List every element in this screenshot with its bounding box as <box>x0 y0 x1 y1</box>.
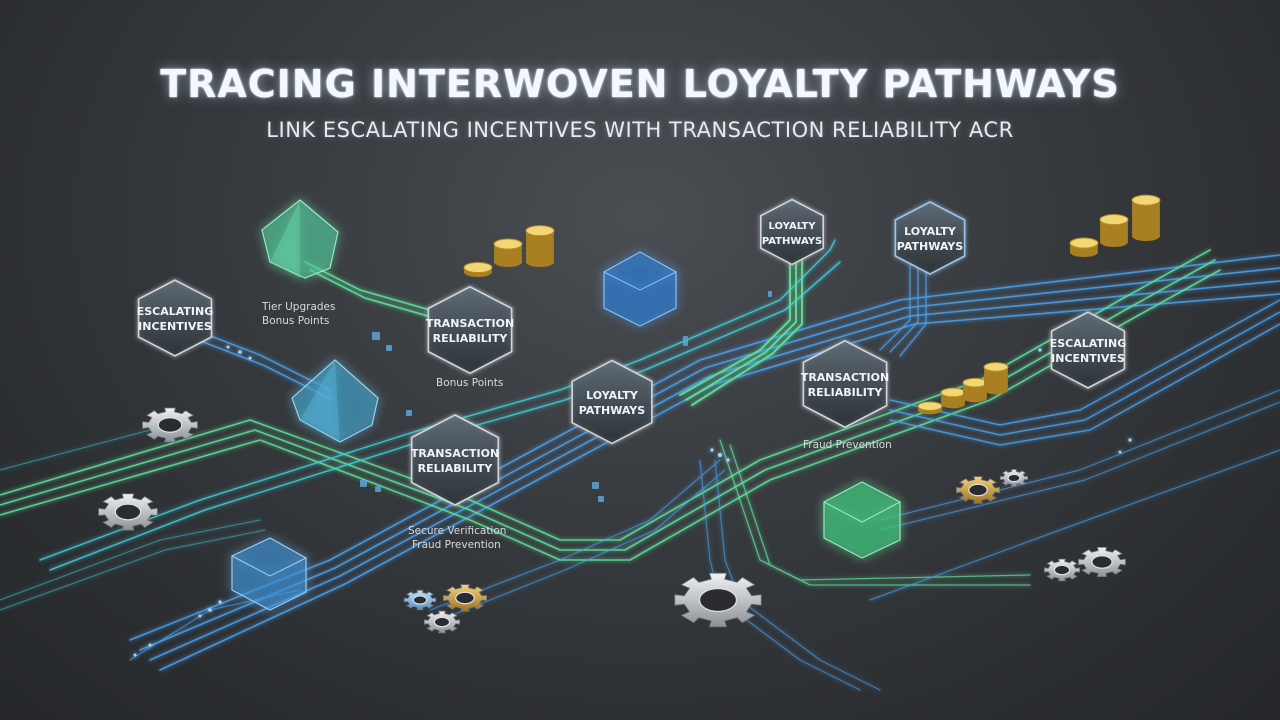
node-label: ESCALATING <box>1050 337 1127 350</box>
annotation-bonus-points: Bonus Points <box>262 315 329 327</box>
gear-icon <box>423 610 461 634</box>
gear-icon <box>142 407 198 443</box>
node-label: RELIABILITY <box>418 462 494 475</box>
node-transaction-right: TRANSACTION RELIABILITY <box>801 339 889 429</box>
node-escalating-right: ESCALATING INCENTIVES <box>1050 311 1127 389</box>
gear-icon <box>999 469 1029 487</box>
cube-icon <box>603 251 677 327</box>
annotation-fraud-prevention: Fraud Prevention <box>803 439 892 451</box>
node-label: TRANSACTION <box>411 447 499 460</box>
gear-icon <box>98 493 158 531</box>
page-subtitle: LINK ESCALATING INCENTIVES WITH TRANSACT… <box>266 118 1014 142</box>
gear-icon <box>1078 547 1126 577</box>
annotation-secure-verification: Secure Verification <box>408 525 506 537</box>
coin-stack-icon <box>525 225 555 268</box>
node-label: LOYALTY <box>904 225 957 238</box>
node-label: INCENTIVES <box>1051 352 1125 365</box>
coin-stack-icon <box>962 377 988 403</box>
coin-stack-icon <box>463 261 493 278</box>
coin-stack-icon <box>1131 194 1161 242</box>
node-label: TRANSACTION <box>801 371 889 384</box>
node-label: TRANSACTION <box>426 317 514 330</box>
coin-stack-icon <box>917 401 943 415</box>
page-title: TRACING INTERWOVEN LOYALTY PATHWAYS <box>160 62 1120 106</box>
node-loyalty-top-2: LOYALTY PATHWAYS <box>894 201 966 275</box>
coin-stacks <box>463 194 1161 415</box>
node-label: PATHWAYS <box>579 404 645 417</box>
node-label: INCENTIVES <box>138 320 212 333</box>
node-transaction-upper: TRANSACTION RELIABILITY <box>426 285 514 375</box>
node-escalating-left: ESCALATING INCENTIVES <box>137 279 214 357</box>
gear-icon <box>956 476 1000 504</box>
gear-icon <box>1043 558 1081 582</box>
pathway-nodes: ESCALATING INCENTIVES TRANSACTION RELIABILI… <box>137 198 1127 506</box>
small-data-cubes <box>360 291 772 502</box>
gear-icon <box>442 584 488 612</box>
annotation-tier-upgrades: Tier Upgrades <box>261 301 336 313</box>
annotation-fraud-prevention: Fraud Prevention <box>412 539 501 551</box>
node-label: ESCALATING <box>137 305 214 318</box>
node-label: LOYALTY <box>586 389 639 402</box>
coin-stack-icon <box>1099 214 1129 248</box>
node-label: PATHWAYS <box>897 240 963 253</box>
node-label: LOYALTY <box>769 221 817 232</box>
node-loyalty-top-1: LOYALTY PATHWAYS <box>759 198 825 266</box>
coin-stack-icon <box>493 238 523 268</box>
coin-stack-icon <box>983 362 1009 395</box>
node-label: RELIABILITY <box>808 386 884 399</box>
annotations: Tier Upgrades Bonus Points Bonus Points … <box>261 301 892 551</box>
annotation-bonus-points: Bonus Points <box>436 377 503 389</box>
gear-icon <box>403 589 437 611</box>
gem-icon <box>261 199 339 279</box>
coin-stack-icon <box>1069 237 1099 258</box>
node-loyalty-center: LOYALTY PATHWAYS <box>571 359 653 445</box>
gear-icon <box>674 572 762 628</box>
node-label: RELIABILITY <box>433 332 509 345</box>
cube-icon <box>231 537 307 611</box>
gears <box>98 407 1126 634</box>
node-label: PATHWAYS <box>762 236 822 247</box>
data-particles <box>133 343 1132 657</box>
gem-icon <box>291 359 379 443</box>
coin-stack-icon <box>940 387 966 409</box>
node-transaction-lower: TRANSACTION RELIABILITY <box>411 414 499 506</box>
cube-icon <box>823 481 901 559</box>
